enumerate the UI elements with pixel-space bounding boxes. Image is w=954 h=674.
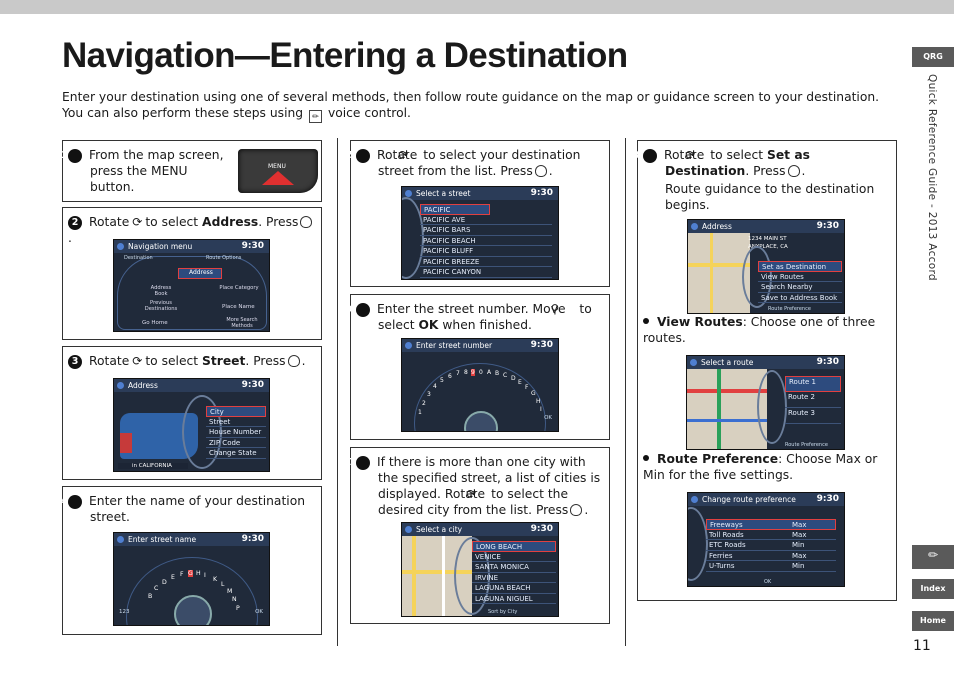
- enter-icon: [570, 504, 583, 516]
- step-8-subtext: Route guidance to the destination begins…: [665, 182, 875, 212]
- voice-icon: ✏: [927, 548, 939, 562]
- top-bar: [0, 0, 954, 14]
- talk-icon: ✏: [309, 110, 323, 123]
- voice-button[interactable]: ✏: [912, 545, 954, 569]
- enter-icon: [300, 216, 313, 228]
- home-icon: [117, 243, 124, 250]
- arrow-up-icon: [262, 171, 294, 185]
- menu-button-label: MENU: [268, 163, 286, 170]
- guide-title: Quick Reference Guide - 2013 Accord: [926, 74, 938, 281]
- page-title: Navigation—Entering a Destination: [62, 36, 628, 75]
- intro-text: Enter your destination using one of seve…: [62, 89, 902, 123]
- home-button[interactable]: Home: [912, 611, 954, 631]
- bullet-route-preference: Route Preference: Choose Max or Min for …: [643, 452, 878, 482]
- enter-icon: [534, 165, 547, 177]
- enter-icon: [287, 355, 300, 367]
- qrg-tab[interactable]: QRG: [912, 47, 954, 67]
- column-divider: [625, 138, 626, 646]
- enter-icon: [787, 165, 800, 177]
- menu-button-illustration: MENU: [238, 149, 318, 193]
- dial-icon: ⟳: [132, 215, 143, 229]
- index-button[interactable]: Index: [912, 579, 954, 599]
- intro-text-a: Enter your destination using one of seve…: [62, 90, 880, 120]
- column-divider: [337, 138, 338, 646]
- intro-text-b: voice control.: [327, 106, 411, 120]
- bullet-view-routes: View Routes: Choose one of three routes.: [643, 315, 876, 345]
- dial-icon: ⟳: [132, 354, 143, 368]
- page-number: 11: [913, 638, 931, 654]
